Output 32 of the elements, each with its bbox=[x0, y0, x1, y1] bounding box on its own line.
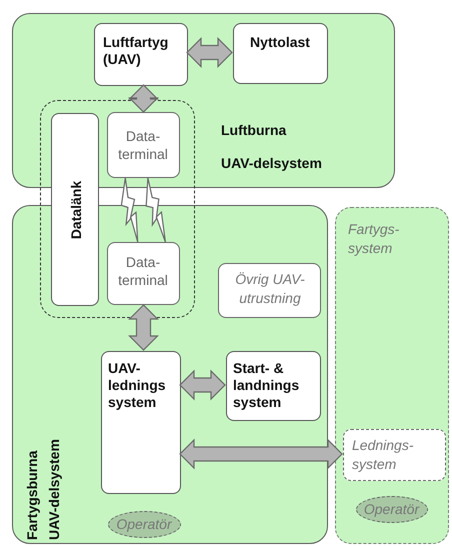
system-panel bbox=[335, 207, 449, 544]
component-box bbox=[107, 242, 180, 305]
component-box bbox=[51, 113, 99, 306]
radio-link-bolt bbox=[146, 177, 166, 243]
block-arrow bbox=[179, 438, 343, 470]
block-arrow bbox=[128, 84, 159, 113]
block-arrow bbox=[179, 370, 226, 400]
radio-link-bolt bbox=[120, 177, 138, 243]
box-label: Operatör bbox=[362, 500, 420, 519]
component-box bbox=[94, 23, 188, 86]
component-box bbox=[107, 112, 180, 178]
component-box bbox=[226, 351, 321, 421]
data-link-group bbox=[40, 100, 195, 318]
box-label: Operatör bbox=[115, 515, 173, 534]
box-label: Övrig UAV-utrustning bbox=[234, 270, 306, 308]
box-label: Datalänk bbox=[67, 180, 85, 240]
box-label: Start- & landnings system bbox=[233, 360, 300, 411]
component-box bbox=[233, 23, 328, 84]
box-label: Lednings-system bbox=[352, 436, 414, 474]
block-arrow bbox=[186, 37, 233, 68]
component-box bbox=[101, 351, 181, 494]
box-label: Nyttolast bbox=[249, 34, 311, 51]
component-box bbox=[343, 429, 446, 481]
box-label: Fartygsburna UAV-delsystem bbox=[23, 438, 63, 540]
box-label: Data-terminal bbox=[117, 127, 169, 163]
box-label: Data-terminal bbox=[117, 253, 169, 289]
block-arrow bbox=[128, 304, 159, 351]
box-label: UAV-lednings system bbox=[108, 360, 167, 411]
box-label: Luftfartyg (UAV) bbox=[103, 34, 170, 68]
component-box bbox=[218, 263, 321, 318]
box-label: Luftburna UAV-delsystem bbox=[221, 121, 323, 173]
box-label: Fartygs-system bbox=[348, 220, 400, 258]
